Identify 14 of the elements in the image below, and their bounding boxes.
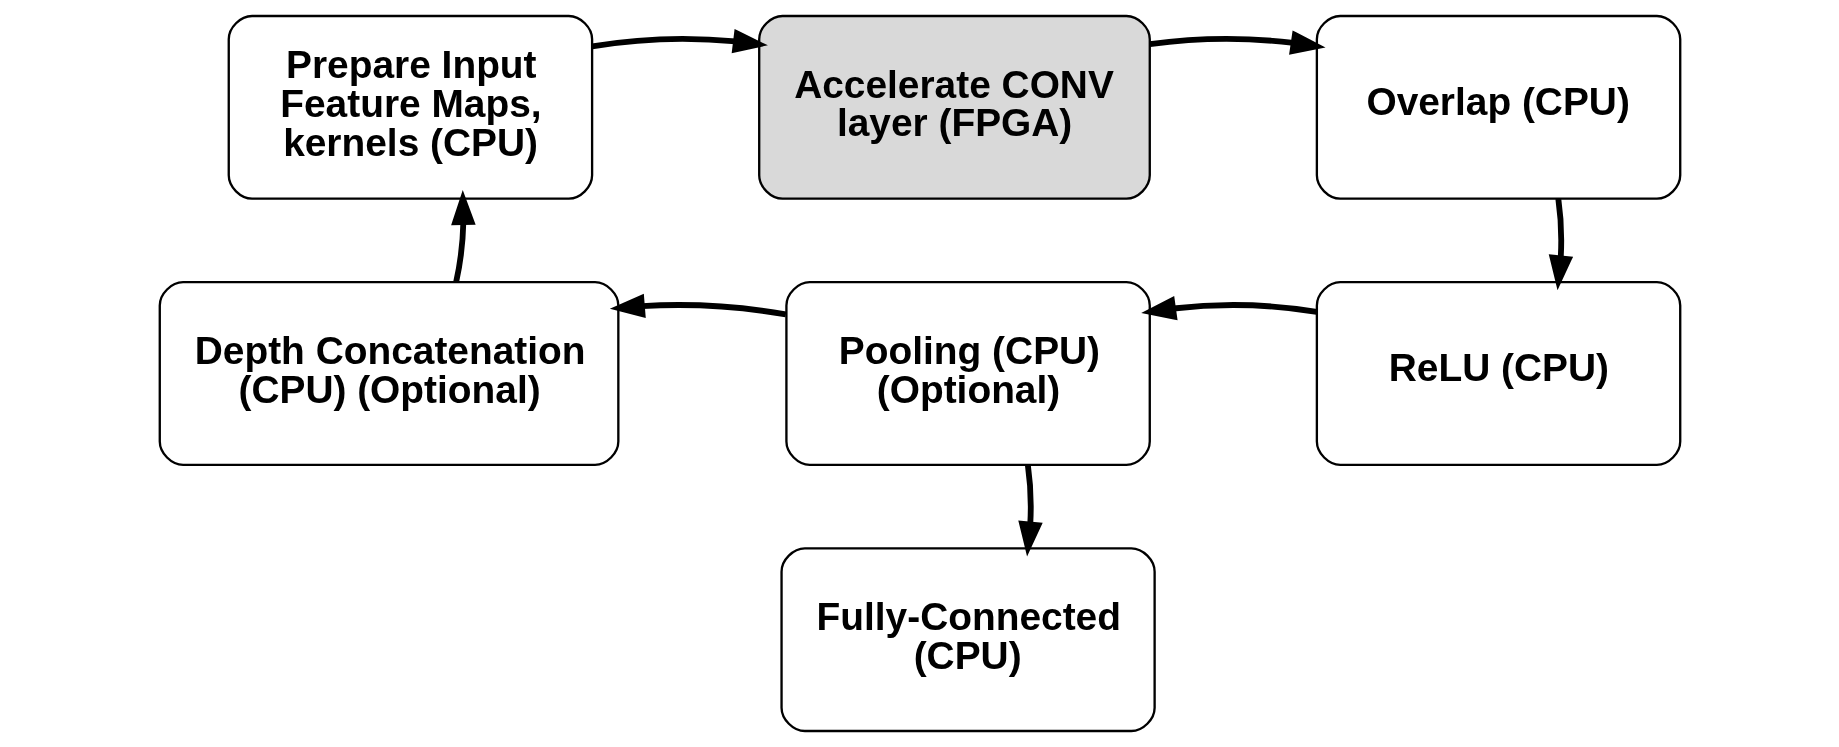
- node-box: Prepare Input Feature Maps, kernels (CPU): [227, 14, 593, 200]
- node-box: Overlap (CPU): [1315, 14, 1681, 200]
- arrow: [1017, 464, 1043, 557]
- node-box: Fully-Connected (CPU): [779, 547, 1156, 733]
- arrow: [450, 189, 476, 283]
- arrow: [1548, 198, 1573, 291]
- node-box: Accelerate CONV layer (FPGA): [757, 14, 1151, 200]
- node-box: ReLU (CPU): [1315, 281, 1681, 466]
- arrow: [1149, 30, 1326, 55]
- node-box: Depth Concatenation (CPU) (Optional): [158, 281, 619, 466]
- arrow: [591, 28, 768, 54]
- arrow: [609, 293, 786, 319]
- node-box: Pooling (CPU) (Optional): [784, 281, 1151, 466]
- arrow: [1140, 296, 1317, 321]
